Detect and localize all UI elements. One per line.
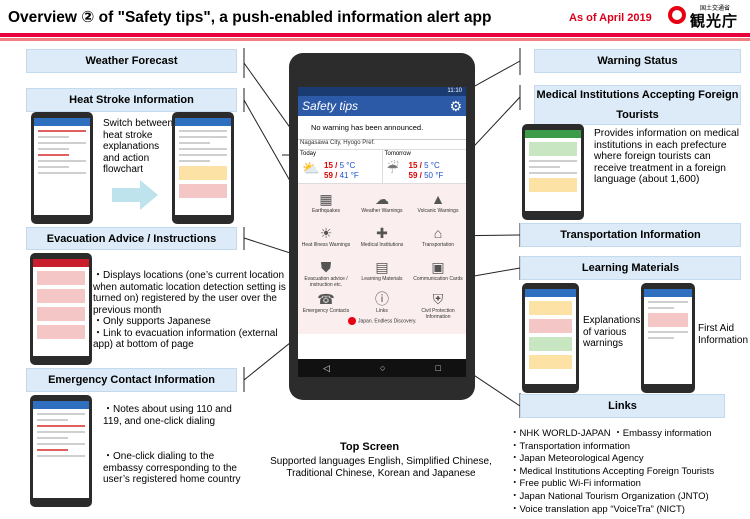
page-title: Overview ② of "Safety tips", a push-enab… [8,9,492,26]
agency-name: 観光庁 [690,13,739,30]
warnings-phone [522,283,579,393]
menu-medical[interactable]: ✚Medical Institutions [354,224,410,248]
app-screen: 11:10 Safety tips ⚙ No warning has been … [298,87,466,377]
train-icon: ⌂ [433,225,443,241]
header-divider [0,33,750,37]
phone-icon: ☎ [317,291,335,307]
medical-phone [522,124,584,220]
location-label: Nagasawa City, Hyogo Pref. [298,140,466,150]
menu-communication-cards[interactable]: ▣Communication Cards [410,258,466,282]
cloud-rain-icon: ☔ [386,160,400,176]
weather-today[interactable]: Today ⛅ 15 / 5 °C 59 / 41 °F [298,150,382,183]
evacuation-text: ・Displays locations (one’s current locat… [93,270,291,351]
evacuation-phone [30,253,92,365]
today-high: 15 / 5 °C [324,161,356,170]
evacuation-icon: ⛊ [320,259,332,275]
evacuation-text-2: ・Only supports Japanese [93,316,211,327]
link-item: ・Medical Institutions Accepting Foreign … [510,465,715,477]
recent-icon[interactable]: □ [435,363,441,373]
today-low: 59 / 41 °F [324,171,359,180]
storm-icon: ☁ [375,191,389,207]
emergency-text-2: ・One-click dialing to the embassy corres… [103,451,241,485]
weather-forecast-label: Weather Forecast [26,49,237,73]
links-label: Links [520,394,725,418]
evacuation-text-1: ・Displays locations (one’s current locat… [93,270,286,316]
weather-tomorrow[interactable]: Tomorrow ☔ 15 / 5 °C 59 / 50 °F [381,150,467,183]
warning-banner[interactable]: No warning has been announced. [298,116,466,140]
learning-first-aid-text: First Aid Information [698,323,749,346]
today-label: Today [300,151,317,157]
supported-languages: Supported languages English, Simplified … [270,456,492,479]
link-item: ・Japan Meteorological Agency [510,453,644,465]
evacuation-text-3: ・Link to evacuation information (externa… [93,327,278,351]
learning-materials-label: Learning Materials [520,256,741,280]
back-icon[interactable]: ◁ [323,362,330,373]
info-icon: ⓘ [375,291,389,307]
tomorrow-low: 59 / 50 °F [408,171,444,180]
menu-civil-protection[interactable]: ⛨Civil Protection Information [410,290,466,320]
medical-text: Provides information on medical institut… [594,128,739,186]
tomorrow-label: Tomorrow [384,151,411,157]
volcano-icon: ▲ [431,191,445,207]
learning-warnings-text: Explanations of various warnings [583,315,641,349]
gear-icon[interactable]: ⚙ [449,98,462,114]
app-title: Safety tips [302,99,359,113]
shield-icon: ⛨ [432,291,444,307]
first-aid-phone [641,283,695,393]
heat-stroke-label: Heat Stroke Information [26,88,237,112]
menu-volcanic-warnings[interactable]: ▲Volcanic Warnings [410,190,466,214]
hospital-icon: ✚ [376,225,388,241]
link-item: ・Japan National Tourism Organization (JN… [510,490,709,502]
japan-brand-logo: Japan. Endless Discovery. [348,317,417,325]
tomorrow-low-f: 50 °F [424,171,444,180]
as-of-date: As of April 2019 [569,12,652,24]
cards-icon: ▣ [431,259,445,275]
heat-stroke-text: Switch between heat stroke explanations … [103,118,174,175]
app-bar: Safety tips ⚙ [298,96,466,116]
heat-stroke-phone-2 [172,112,234,224]
home-icon[interactable]: ○ [380,363,386,373]
link-item: ・Transportation information [510,440,631,452]
cloud-sun-icon: ⛅ [302,160,320,176]
medical-institutions-label: Medical Institutions Accepting Foreign T… [534,85,741,125]
building-icon: ▦ [319,191,333,207]
link-item: ・NHK WORLD-JAPAN ・Embassy information [510,428,712,439]
header-divider-light [0,38,750,41]
menu-learning[interactable]: ▤Learning Materials [354,258,410,282]
emergency-text-1: ・Notes about using 110 and 119, and one-… [103,404,232,427]
status-bar: 11:10 [298,87,466,96]
book-icon: ▤ [375,259,389,275]
weather-panel[interactable]: Today ⛅ 15 / 5 °C 59 / 41 °F Tomorrow ☔ … [298,150,466,184]
android-nav-bar: ◁ ○ □ [298,359,466,377]
top-screen-caption: Top Screen [340,441,400,453]
menu-transportation[interactable]: ⌂Transportation [410,224,466,248]
transportation-label: Transportation Information [520,223,741,247]
evacuation-label: Evacuation Advice / Instructions [26,227,237,250]
menu-emergency-contacts[interactable]: ☎Emergency Contacts [298,290,354,314]
menu-earthquakes[interactable]: ▦Earthquakes [298,190,354,214]
heat-icon: ☀ [319,225,333,241]
warning-status-label: Warning Status [534,49,741,73]
today-low-f: 41 °F [339,171,359,180]
emergency-contact-label: Emergency Contact Information [26,368,237,392]
links-list: ・NHK WORLD-JAPAN ・Embassy information ・T… [510,428,714,516]
tomorrow-high: 15 / 5 °C [408,161,440,170]
menu-evacuation[interactable]: ⛊Evacuation advice / instruction etc. [298,258,354,288]
ministry-name: 国土交通省 [700,6,731,12]
menu-weather-warnings[interactable]: ☁Weather Warnings [354,190,410,214]
main-phone: 11:10 Safety tips ⚙ No warning has been … [289,53,475,400]
tomorrow-high-f: 5 °C [424,161,440,170]
link-item: ・Voice translation app “VoiceTra” (NICT) [510,503,685,515]
link-item: ・Free public Wi-Fi information [510,478,641,490]
agency-logo-icon [668,6,686,24]
menu-grid: ▦Earthquakes ☁Weather Warnings ▲Volcanic… [298,184,466,334]
arrow-right-icon [112,180,158,210]
emergency-phone [30,395,92,507]
today-high-f: 5 °C [339,161,356,170]
heat-stroke-phone-1 [31,112,93,224]
menu-heat-illness[interactable]: ☀Heat Illness Warnings [298,224,354,248]
